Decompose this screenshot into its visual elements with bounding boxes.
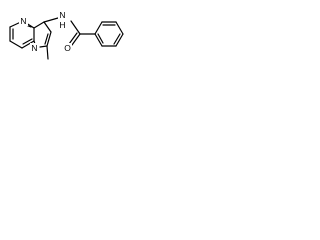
bond	[71, 33, 81, 46]
amide-h-label: H	[59, 20, 65, 30]
phenyl-ring	[94, 21, 124, 47]
amide-n-label: N	[59, 10, 65, 20]
bond	[115, 21, 124, 35]
bond	[43, 17, 59, 23]
bond	[22, 38, 33, 45]
methyl-bond	[46, 45, 49, 60]
bond	[94, 21, 103, 35]
bond	[97, 33, 104, 44]
bond	[21, 40, 35, 49]
bond	[9, 40, 23, 49]
bond	[70, 20, 81, 35]
bond	[46, 31, 52, 47]
bond	[44, 33, 49, 45]
chemical-structure: N N N H O	[9, 10, 124, 60]
amide-linkage	[43, 17, 96, 46]
imidazole-ring	[33, 21, 52, 48]
bond	[113, 33, 121, 45]
bond	[43, 21, 52, 33]
imidazole-n-label: N	[31, 43, 37, 53]
bond	[68, 32, 78, 45]
bond	[115, 33, 124, 47]
bond	[33, 21, 45, 29]
bond	[94, 33, 103, 47]
bond	[39, 45, 48, 48]
bridge-n-label: N	[20, 16, 26, 26]
carbonyl-o-label: O	[64, 43, 71, 53]
